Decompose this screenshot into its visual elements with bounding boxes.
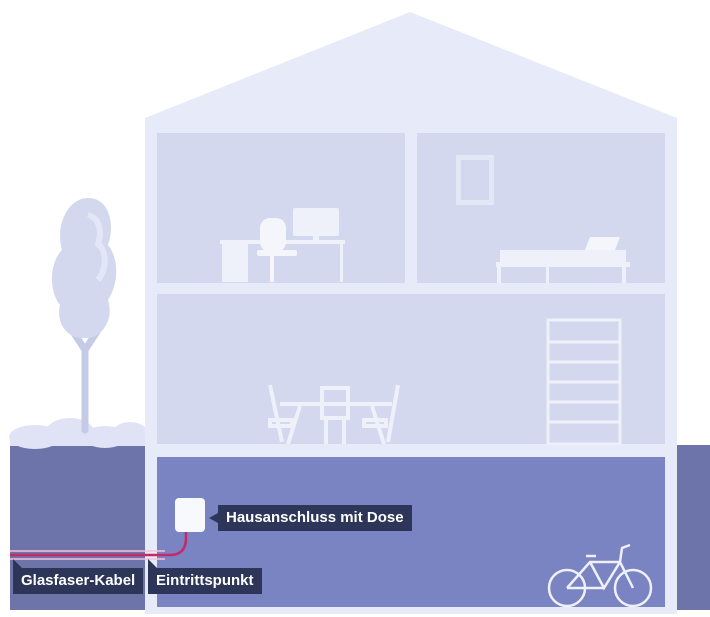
bushes-icon [9, 418, 150, 449]
office-room [157, 133, 405, 283]
house-connection-text: Hausanschluss mit Dose [226, 509, 404, 526]
entry-point-label: Eintrittspunkt [148, 568, 262, 594]
label-pointer [209, 513, 218, 523]
label-pointer [13, 559, 22, 568]
house-connection-label: Hausanschluss mit Dose [218, 505, 412, 531]
wall-socket-icon [175, 498, 205, 532]
tree-icon [52, 198, 116, 430]
roof [145, 12, 677, 118]
label-pointer [148, 559, 157, 568]
laptop-icon [585, 237, 620, 250]
fiber-cable-label: Glasfaser-Kabel [13, 568, 143, 594]
fiber-cable-text: Glasfaser-Kabel [21, 572, 135, 589]
entry-point-text: Eintrittspunkt [156, 572, 254, 589]
monitor-icon [293, 208, 339, 240]
picture-frame-icon [456, 155, 494, 205]
